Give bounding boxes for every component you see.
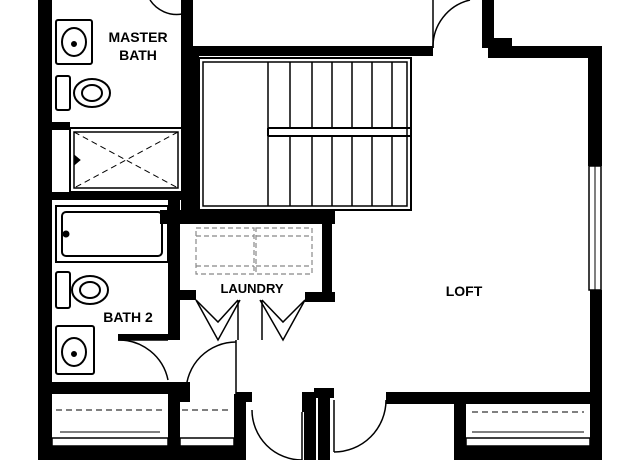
wall-left-exterior (38, 0, 52, 460)
master-bath-toilet (55, 75, 111, 111)
closet-right (465, 411, 591, 447)
hall-door-right (333, 399, 387, 453)
closet-hall (179, 409, 235, 447)
master-bath-shower (69, 127, 183, 193)
bath2-door (117, 339, 169, 381)
bath2-tub (55, 205, 169, 263)
hall-door-left (185, 340, 237, 394)
hall-door-center (251, 409, 303, 460)
label-laundry: LAUNDRY (220, 281, 283, 296)
bath2-sink (55, 325, 95, 375)
label-loft: LOFT (446, 283, 483, 299)
washer-dryer (195, 227, 313, 275)
bath2-toilet (55, 271, 109, 309)
master-bath-door (149, 0, 183, 16)
label-master-bath-line1: MASTER (108, 29, 167, 45)
laundry-bifold-doors (195, 299, 306, 342)
closet-left (51, 409, 169, 447)
window-right (588, 165, 602, 291)
label-bath-2: BATH 2 (103, 309, 153, 325)
staircase (198, 57, 412, 211)
walls (38, 0, 602, 460)
loft-door-top (432, 0, 471, 49)
label-master-bath-line2: BATH (119, 47, 157, 63)
master-bath-sink (55, 19, 93, 65)
